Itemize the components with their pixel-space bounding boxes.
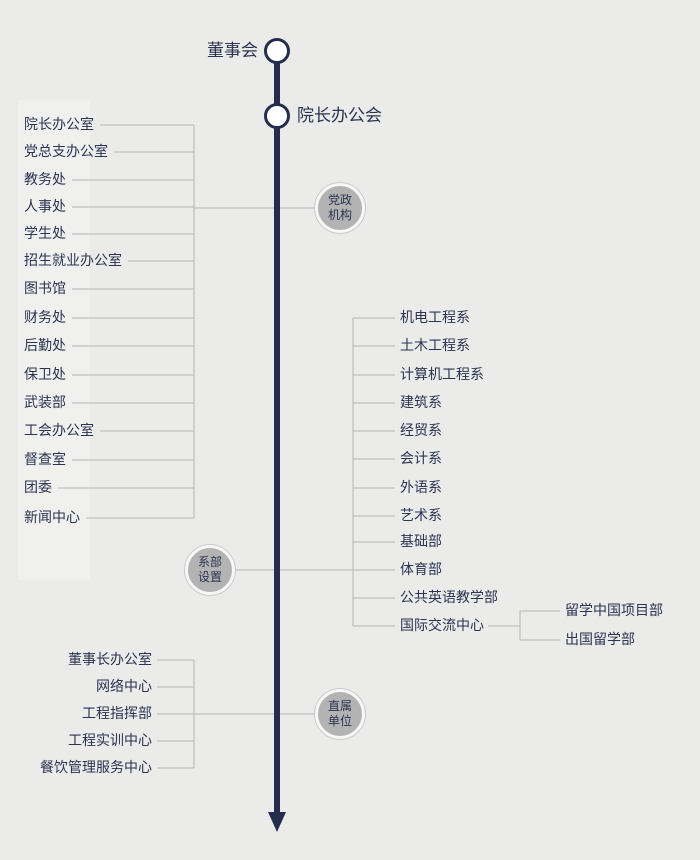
party-admin-item: 院长办公室 — [24, 117, 94, 133]
party-admin-item: 教务处 — [24, 172, 66, 188]
badge-party-admin-label: 党政机构 — [328, 193, 353, 222]
department-item: 公共英语教学部 — [400, 590, 498, 606]
party-admin-item: 人事处 — [24, 199, 66, 215]
party-admin-item: 图书馆 — [24, 281, 66, 297]
badge-departments: 系部设置 — [185, 545, 235, 595]
badge-party-admin: 党政机构 — [315, 183, 365, 233]
direct-unit-item: 董事长办公室 — [68, 652, 152, 668]
party-admin-item: 财务处 — [24, 310, 66, 326]
department-item: 土木工程系 — [400, 338, 470, 354]
sub-department-item: 出国留学部 — [565, 632, 635, 648]
party-admin-item: 武装部 — [24, 395, 66, 411]
department-item: 经贸系 — [400, 423, 442, 439]
sub-department-item: 留学中国项目部 — [565, 603, 663, 619]
party-admin-item: 后勤处 — [24, 338, 66, 354]
department-item: 机电工程系 — [400, 310, 470, 326]
party-admin-item: 新闻中心 — [24, 510, 80, 526]
direct-unit-item: 工程实训中心 — [68, 733, 152, 749]
direct-unit-item: 工程指挥部 — [82, 706, 152, 722]
department-item: 建筑系 — [400, 395, 442, 411]
president-meeting-label: 院长办公会 — [297, 106, 382, 126]
node-board — [264, 38, 290, 64]
party-admin-item: 学生处 — [24, 226, 66, 242]
arrow-down-icon — [268, 812, 286, 832]
badge-direct-units-label: 直属单位 — [328, 699, 353, 728]
badge-direct-units: 直属单位 — [315, 689, 365, 739]
department-item: 国际交流中心 — [400, 618, 484, 634]
department-item: 外语系 — [400, 480, 442, 496]
party-admin-item: 团委 — [24, 480, 52, 496]
direct-unit-item: 网络中心 — [96, 679, 152, 695]
department-item: 计算机工程系 — [400, 367, 484, 383]
party-admin-item: 党总支办公室 — [24, 144, 108, 160]
badge-departments-label: 系部设置 — [198, 555, 223, 584]
department-item: 基础部 — [400, 534, 442, 550]
party-admin-item: 工会办公室 — [24, 423, 94, 439]
direct-unit-item: 餐饮管理服务中心 — [40, 760, 152, 776]
board-label: 董事会 — [207, 41, 258, 61]
node-president-meeting — [264, 103, 290, 129]
party-admin-item: 招生就业办公室 — [24, 253, 122, 269]
party-admin-item: 保卫处 — [24, 367, 66, 383]
department-item: 艺术系 — [400, 508, 442, 524]
party-admin-item: 督查室 — [24, 452, 66, 468]
department-item: 会计系 — [400, 451, 442, 467]
department-item: 体育部 — [400, 562, 442, 578]
